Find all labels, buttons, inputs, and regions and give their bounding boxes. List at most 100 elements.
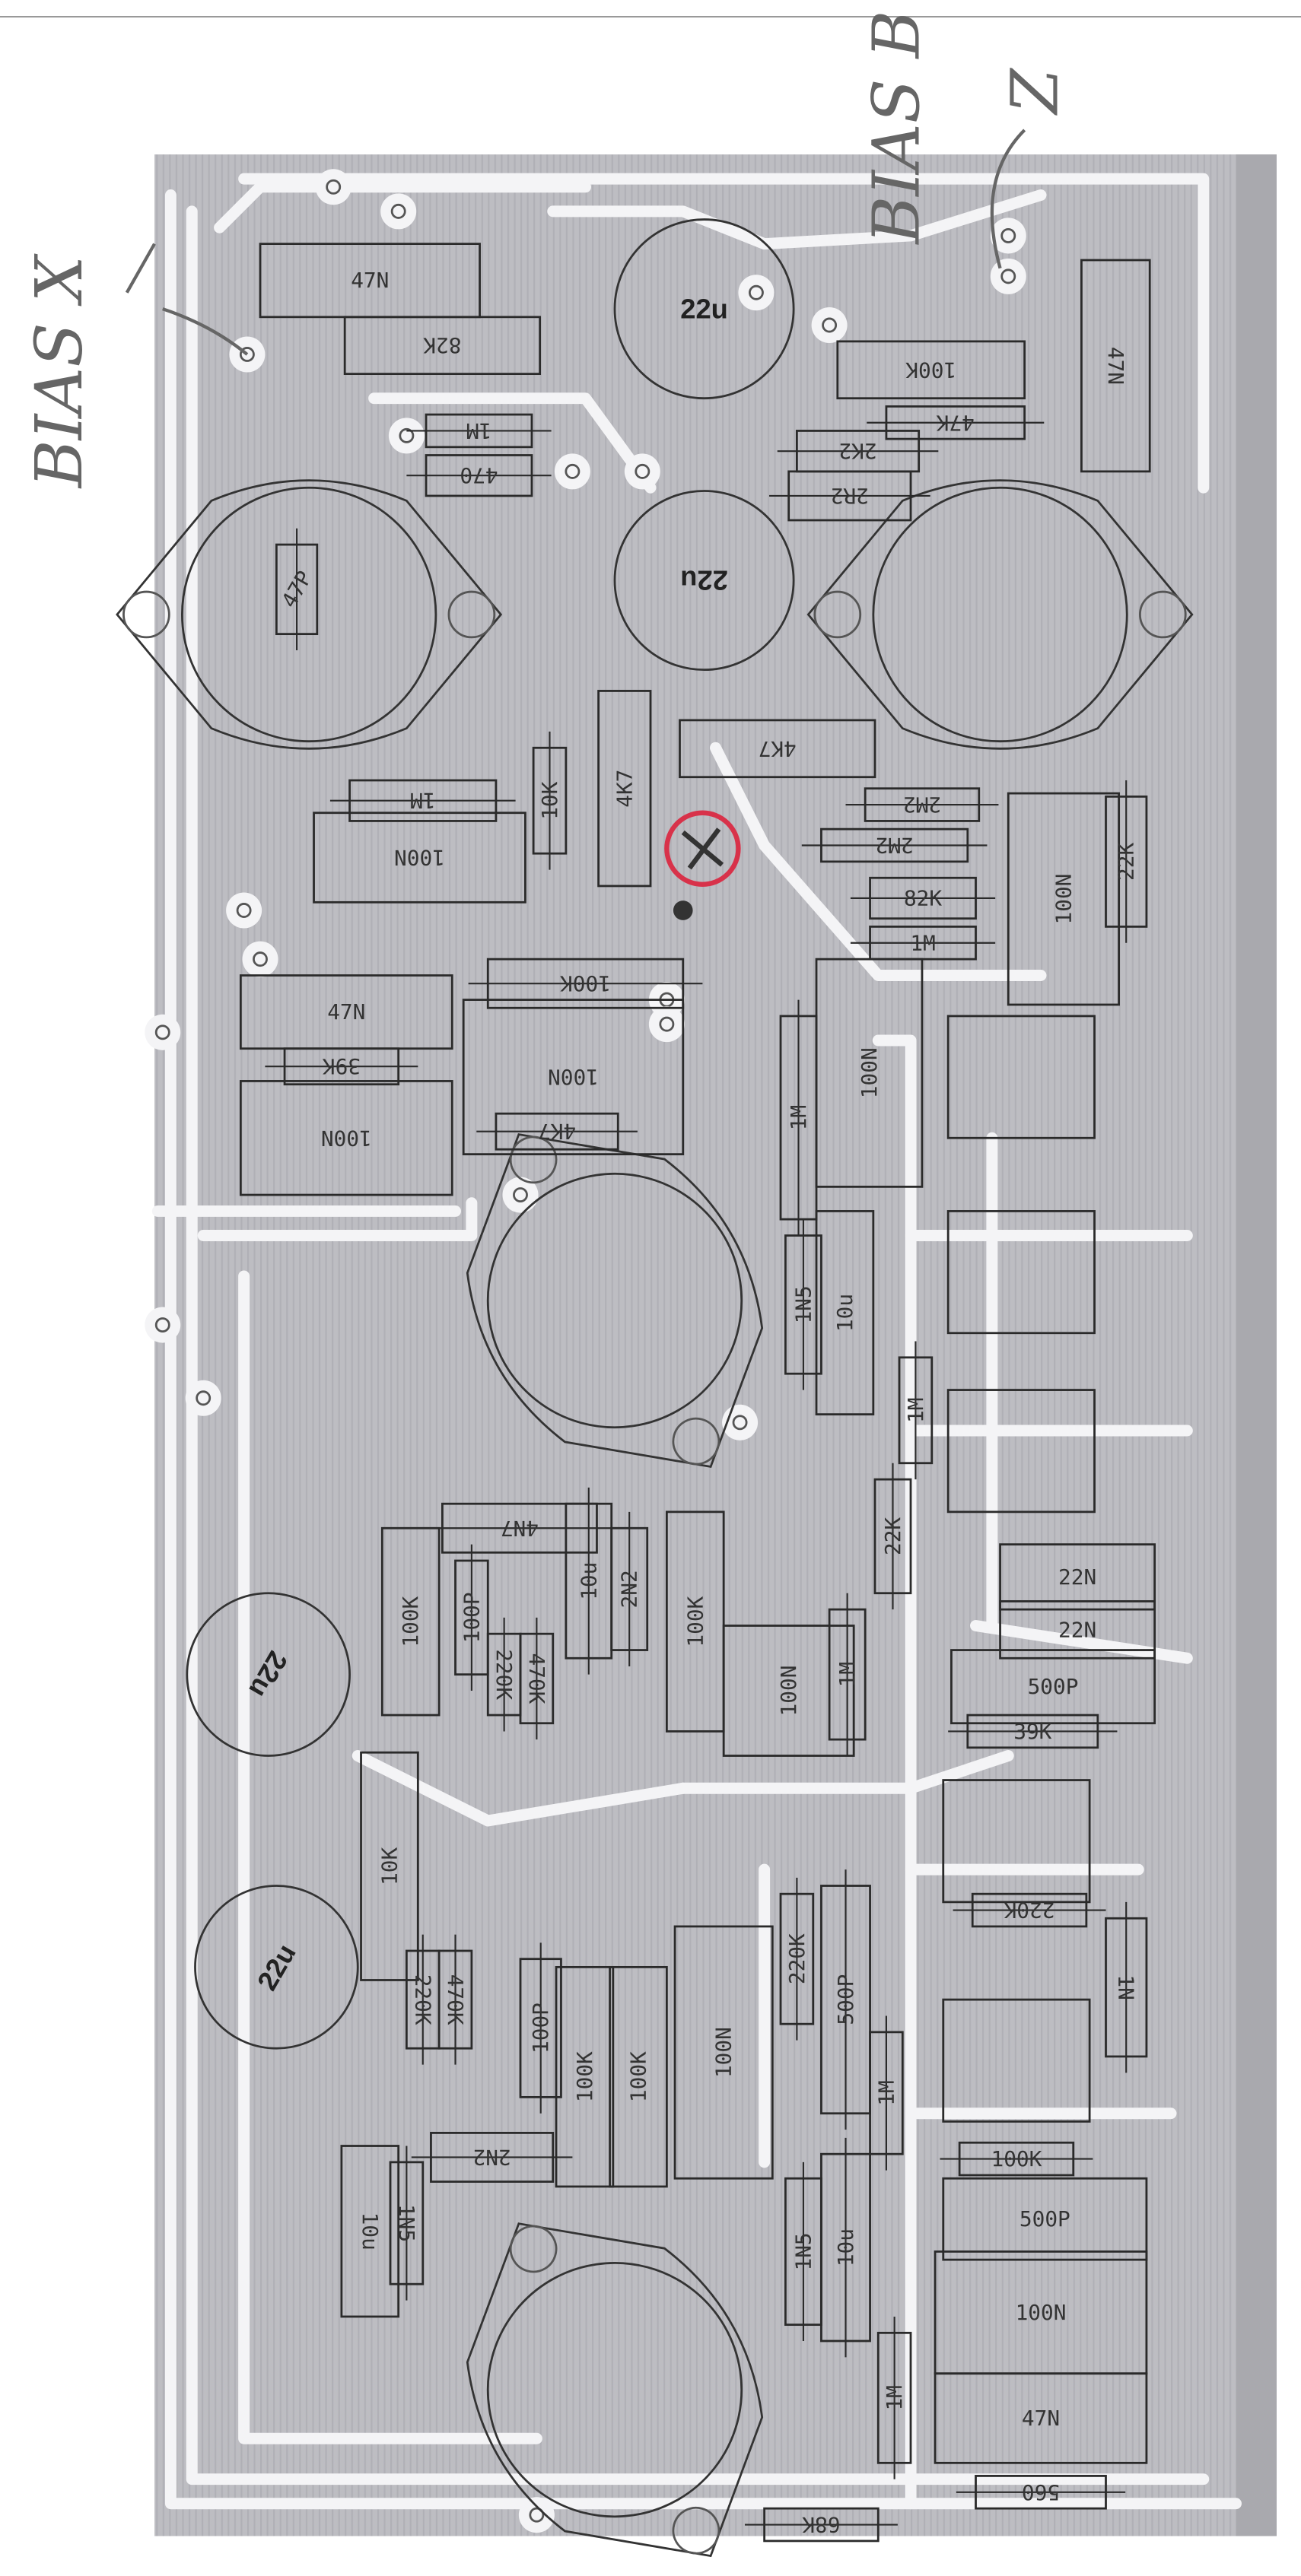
component: 47K: [867, 405, 1045, 440]
component-value: 4N7: [501, 1516, 539, 1541]
component-value: 2M2: [903, 792, 941, 818]
pad: [145, 1307, 181, 1343]
electrolytic-capacitor: 22u: [613, 490, 795, 672]
component-value: 47N: [1103, 347, 1128, 385]
component-value: 100N: [857, 1047, 882, 1098]
component-value: 100N: [321, 1126, 372, 1151]
component-body: [885, 405, 1026, 440]
bias-b-label: BIAS B: [860, 11, 935, 246]
capacitor-value: 22u: [680, 565, 728, 596]
component-value: 4K7: [612, 770, 637, 808]
board-edge-strip: [1236, 154, 1277, 2536]
component-body: [950, 1649, 1156, 1725]
component: [946, 1210, 1096, 1335]
component-body: [722, 1625, 855, 1757]
component-body: [360, 1751, 419, 1981]
component: 100N: [673, 1925, 774, 2180]
component: 2M2: [845, 787, 999, 822]
component-value: 100K: [991, 2146, 1042, 2171]
component: 47N: [1080, 259, 1151, 473]
component-body: [389, 2161, 425, 2285]
component-value: 500P: [1028, 1674, 1079, 1699]
pad-hole: [513, 1187, 528, 1203]
pad: [648, 1006, 685, 1043]
component-value: 100K: [560, 971, 611, 996]
component-body: [946, 1389, 1096, 1514]
component-value: 47N: [1022, 2406, 1060, 2431]
component: 10u: [815, 1210, 875, 1416]
component-body: [873, 1478, 912, 1595]
bias-x-annotation: BIAS X: [22, 243, 249, 489]
component-value: 1M: [910, 930, 935, 955]
component: 1M: [869, 2015, 904, 2171]
component-body: [610, 1526, 649, 1651]
component-value: 68K: [802, 2512, 840, 2537]
component-value: 2M2: [876, 833, 914, 858]
component-body: [486, 958, 685, 1009]
component-body: [275, 543, 319, 636]
component: 2R2: [769, 470, 930, 522]
component: 100N: [313, 812, 526, 904]
component-body: [609, 1965, 668, 2188]
component: 1M: [828, 1593, 867, 1756]
bias-b-annotation: BIAS B Z: [860, 11, 1073, 269]
component-value: 22K: [880, 1517, 905, 1555]
pad-hole: [529, 2507, 545, 2523]
component-body: [597, 690, 652, 888]
component-body: [898, 1356, 934, 1465]
component-body: [784, 1234, 822, 1375]
component: 10K: [360, 1751, 419, 1981]
component-body: [864, 787, 981, 822]
pad: [624, 453, 660, 490]
component: [942, 1998, 1091, 2123]
component: 100P: [454, 1544, 489, 1691]
pad-hole: [236, 903, 252, 918]
component: 100K: [940, 2141, 1093, 2177]
component-value: 1N: [1114, 1974, 1139, 1999]
component-value: 1M: [835, 1662, 860, 1687]
pad-hole: [239, 347, 255, 362]
component-body: [1105, 1917, 1148, 2058]
component-value: 470K: [443, 1974, 468, 2025]
component: 100P: [519, 1942, 562, 2114]
component-body: [836, 340, 1026, 400]
component: [942, 1779, 1091, 1904]
component: [946, 1389, 1096, 1514]
component-body: [340, 2145, 400, 2318]
component: 22N: [999, 1600, 1156, 1660]
bias-x-label: BIAS X: [22, 253, 97, 489]
component-value: 100P: [459, 1592, 484, 1643]
component: 100K: [609, 1965, 668, 2188]
component-value: 560: [1022, 2479, 1060, 2505]
component: 100N: [815, 958, 924, 1188]
component-value: 2K2: [838, 439, 876, 464]
capacitor-value: 22u: [680, 294, 728, 325]
component-value: 500P: [1019, 2206, 1070, 2231]
component-body: [787, 470, 912, 522]
component-value: 100K: [572, 2051, 597, 2102]
component-body: [437, 1949, 473, 2050]
component-body: [820, 1885, 871, 2115]
component-body: [820, 2152, 871, 2343]
component-body: [343, 316, 542, 376]
component-body: [869, 2031, 904, 2155]
component-body: [763, 2507, 880, 2543]
component-body: [942, 2177, 1148, 2261]
component: 10K: [532, 731, 568, 870]
component-value: 10u: [576, 1562, 601, 1600]
component-body: [430, 2132, 555, 2183]
component: 220K: [953, 1892, 1106, 1928]
component: 68K: [744, 2507, 898, 2543]
component: 470: [406, 454, 552, 497]
component: 47N: [934, 2372, 1148, 2464]
component-value: 470: [460, 463, 498, 488]
pad: [226, 892, 262, 929]
component: 2N2: [610, 1511, 649, 1666]
component: 4N7: [422, 1502, 617, 1554]
component-value: 1M: [903, 1398, 928, 1423]
component-value: 2R2: [831, 483, 869, 508]
component: 39K: [948, 1714, 1118, 1749]
component-body: [425, 454, 533, 497]
